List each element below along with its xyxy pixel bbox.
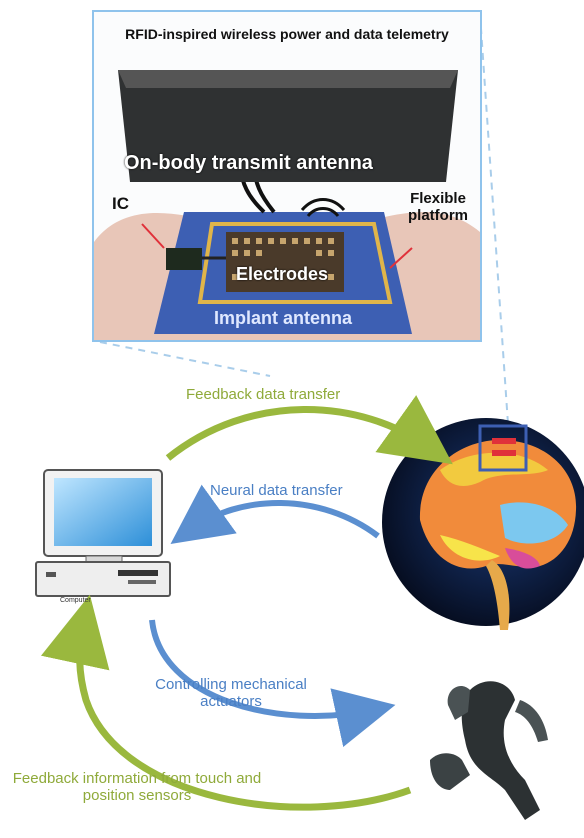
feedback-info-text: Feedback information from touch and posi… (12, 770, 262, 805)
dashed-connector (99, 13, 509, 425)
robotic-hand-icon (430, 681, 548, 820)
feedback-info-label: Feedback information from touch and posi… (12, 770, 262, 805)
implant-antenna-label: Implant antenna (214, 308, 353, 328)
feedback-transfer-label: Feedback data transfer (186, 386, 341, 403)
brain-icon (382, 418, 584, 630)
neural-transfer-label: Neural data transfer (210, 482, 343, 499)
computer-icon (35, 469, 171, 597)
feedback-info-arrow (40, 594, 412, 811)
ic-label: IC (112, 194, 129, 213)
electrodes-label: Electrodes (236, 264, 329, 284)
transmit-antenna-label: On-body transmit antenna (124, 152, 373, 174)
implant-illustration (94, 70, 480, 340)
inset-title: RFID-inspired wireless power and data te… (125, 26, 449, 42)
flexible-platform-label: Flexible platform (408, 190, 468, 225)
computer-label: Computer (60, 597, 91, 604)
controlling-text: Controlling mechanical actuators (155, 676, 307, 711)
controlling-arrow (149, 619, 396, 747)
controlling-label: Controlling mechanical actuators (146, 676, 316, 711)
inset-panel: RFID-inspired wireless power and data te… (92, 10, 482, 342)
feedback-transfer-arrow (165, 395, 453, 465)
neural-transfer-arrow (170, 484, 380, 545)
